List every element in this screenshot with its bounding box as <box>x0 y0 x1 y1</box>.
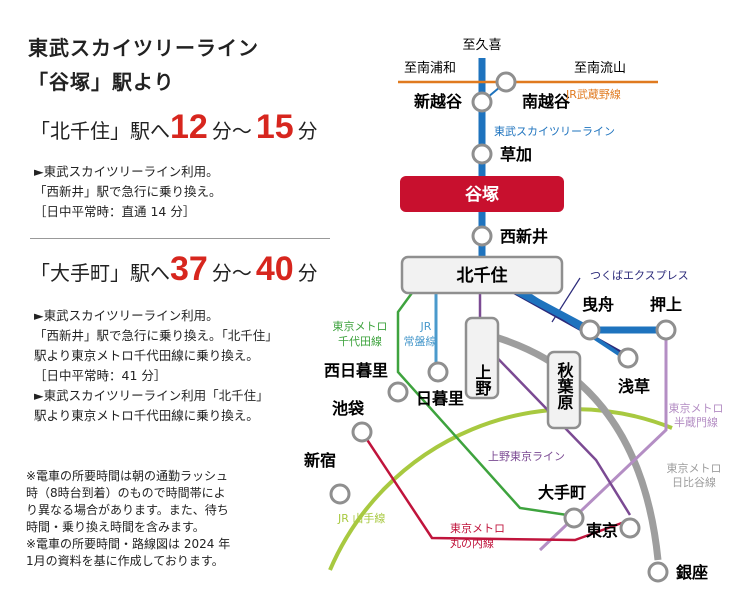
route-destination: 「大手町」駅へ <box>30 261 170 285</box>
station-node <box>471 225 493 247</box>
station-label: 東京 <box>586 521 618 540</box>
station-label: 至久喜 <box>462 38 501 53</box>
line-label: 千代田線 <box>338 334 382 348</box>
station-label: 日暮里 <box>416 389 464 408</box>
hibiya-line <box>491 332 662 561</box>
station-label: 曳舟 <box>582 295 614 314</box>
station-node <box>579 319 601 341</box>
line-label: 上野東京ライン <box>488 449 565 463</box>
line-label: JR武蔵野線 <box>565 87 621 101</box>
footnote-line: 時間・乗り換え時間を含みます。 <box>26 520 205 534</box>
note-line: ►東武スカイツリーライン利用「北千住」 <box>34 388 269 403</box>
route-unit: 分 <box>297 119 318 143</box>
line-label: JR <box>420 320 432 333</box>
note-line: ［日中平常時：直通 14 分］ <box>34 204 196 219</box>
station-node <box>563 507 585 529</box>
line-label: つくばエクスプレス <box>590 269 689 282</box>
line-label: 東京メトロ <box>333 319 388 333</box>
line-label: 東武スカイツリーライン <box>494 125 615 138</box>
station-node <box>471 91 493 113</box>
akihabara-box <box>546 350 582 430</box>
ueno-box <box>464 316 500 400</box>
station-node <box>387 381 409 403</box>
line-label: 東京メトロ <box>667 461 722 475</box>
line-label: 日比谷線 <box>672 475 716 489</box>
station-node <box>647 561 669 583</box>
ueno-tokyo-line <box>478 290 632 516</box>
station-label: 秋葉原 <box>555 361 575 411</box>
kitasenju-box <box>400 255 564 295</box>
footnote-line: り異なる場合があります。また、待ち <box>26 503 229 517</box>
station-label: 南越谷 <box>522 92 571 111</box>
station-label: 新宿 <box>304 451 336 470</box>
route-min-time: 37 <box>170 250 208 288</box>
station-label: 至南浦和 <box>404 60 456 76</box>
station-node <box>619 517 641 539</box>
note-line: 駅より東京メトロ千代田線に乗り換え。 <box>34 348 259 363</box>
station-label: 押上 <box>650 295 682 314</box>
station-label: 谷塚 <box>465 185 499 205</box>
note-line: 駅より東京メトロ千代田線に乗り換え。 <box>34 408 259 423</box>
station-label: 銀座 <box>676 563 708 582</box>
yatsuka-box <box>400 176 564 212</box>
route-separator: 分〜 <box>211 261 252 285</box>
line-label: 常盤線 <box>404 334 437 348</box>
footnotes: ※電車の所要時間は朝の通勤ラッシュ 時（8時台到着）のもので時間帯によ り異なる… <box>26 468 230 570</box>
station-label: 浅草 <box>618 377 650 396</box>
station-node <box>351 421 373 443</box>
station-label: 至南流山 <box>574 60 626 76</box>
station-label: 北千住 <box>457 265 508 286</box>
station-label: 上野 <box>473 364 492 397</box>
note-line: ［日中平常時：41 分］ <box>34 368 167 383</box>
route-unit: 分 <box>297 261 318 285</box>
page-subtitle: 「谷塚」駅より <box>28 70 175 94</box>
route-max-time: 15 <box>255 108 294 146</box>
route-otemachi-notes: ►東武スカイツリーライン利用。 「西新井」駅で急行に乗り換え。「北千住」 駅より… <box>34 306 278 426</box>
note-line: ►東武スカイツリーライン利用。 <box>34 164 219 179</box>
station-node <box>495 71 517 93</box>
note-line: ►東武スカイツリーライン利用。 <box>34 308 219 323</box>
station-node <box>329 483 351 505</box>
footnote-line: ※電車の所要時間・路線図は 2024 年 <box>26 537 231 551</box>
station-label: 大手町 <box>538 483 586 502</box>
station-label: 西日暮里 <box>324 361 388 380</box>
hanzomon-line <box>538 332 668 552</box>
line-label: 東京メトロ <box>450 521 505 535</box>
page-title: 東武スカイツリーライン <box>28 36 259 60</box>
note-line: 「西新井」駅で急行に乗り換え。 <box>34 184 222 199</box>
line-label: 丸の内線 <box>450 536 494 550</box>
station-node <box>655 319 677 341</box>
route-min-time: 12 <box>170 108 208 146</box>
station-label: 池袋 <box>332 399 365 418</box>
divider <box>30 238 330 239</box>
route-separator: 分〜 <box>211 119 252 143</box>
marunouchi-line <box>360 431 631 542</box>
route-max-time: 40 <box>255 250 294 288</box>
chiyoda-line <box>396 281 575 518</box>
yamanote-line <box>328 407 673 571</box>
footnote-line: 1月の資料を基に作成しております。 <box>26 554 224 568</box>
station-label: 新越谷 <box>414 92 463 111</box>
station-label: 西新井 <box>500 227 548 246</box>
station-node <box>427 361 449 383</box>
line-label: 半蔵門線 <box>674 415 718 429</box>
footnote-line: ※電車の所要時間は朝の通勤ラッシュ <box>26 469 229 483</box>
line-label: JR 山手線 <box>337 511 385 525</box>
footnote-line: 時（8時台到着）のもので時間帯によ <box>26 486 226 500</box>
route-destination: 「北千住」駅へ <box>30 119 170 143</box>
tobu-branch-asakusa <box>508 280 630 362</box>
station-label: 草加 <box>500 145 532 164</box>
route-kitasenju-notes: ►東武スカイツリーライン利用。 「西新井」駅で急行に乗り換え。 ［日中平常時：直… <box>34 162 222 222</box>
note-line: 「西新井」駅で急行に乗り換え。「北千住」 <box>34 328 278 343</box>
station-node <box>617 347 639 369</box>
line-label: 東京メトロ <box>669 401 724 415</box>
station-node <box>471 143 493 165</box>
